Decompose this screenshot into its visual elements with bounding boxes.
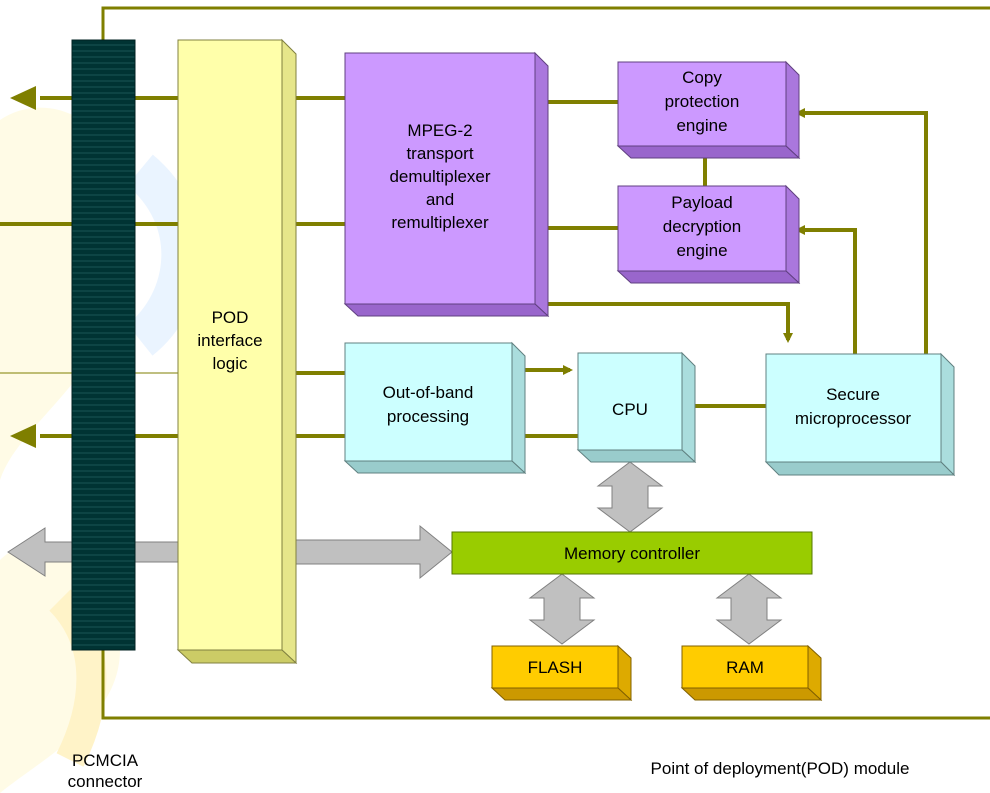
payload-label-3: engine bbox=[676, 241, 727, 260]
pod-label-2: interface bbox=[197, 331, 262, 350]
memctrl-label: Memory controller bbox=[564, 544, 700, 563]
secure-label-2: microprocessor bbox=[795, 409, 912, 428]
module-border bbox=[101, 6, 990, 720]
pcmcia-caption: PCMCIA connector bbox=[67, 751, 143, 791]
oob-label-2: processing bbox=[387, 407, 469, 426]
secure-microprocessor-block: Secure microprocessor bbox=[764, 352, 956, 477]
mpeg-label-3: demultiplexer bbox=[389, 167, 490, 186]
mpeg-label-1: MPEG-2 bbox=[407, 121, 472, 140]
flash-block: FLASH bbox=[490, 644, 633, 702]
cpu-memory-arrow bbox=[596, 461, 664, 533]
out-of-band-block: Out-of-band processing bbox=[343, 341, 527, 475]
copy-label-1: Copy bbox=[682, 68, 722, 87]
flash-label: FLASH bbox=[528, 658, 583, 677]
oob-label-1: Out-of-band bbox=[383, 383, 474, 402]
module-caption: Point of deployment(POD) module bbox=[650, 759, 910, 778]
payload-label-2: decryption bbox=[663, 217, 741, 236]
payload-label-1: Payload bbox=[671, 193, 732, 212]
pod-label-1: POD bbox=[212, 308, 249, 327]
ram-block: RAM bbox=[680, 644, 823, 702]
ram-label: RAM bbox=[726, 658, 764, 677]
mpeg-label-2: transport bbox=[406, 144, 473, 163]
memory-bus-arrow bbox=[281, 524, 453, 580]
bus-arrows bbox=[7, 461, 783, 645]
payload-decryption-block: Payload decryption engine bbox=[616, 184, 801, 285]
left-bus-arrow bbox=[7, 527, 73, 577]
memory-controller-block: Memory controller bbox=[451, 531, 813, 575]
flash-memory-arrow bbox=[528, 573, 596, 645]
pod-label-3: logic bbox=[213, 354, 248, 373]
copy-label-2: protection bbox=[665, 92, 740, 111]
pod-interface-block: POD interface logic bbox=[176, 38, 298, 665]
mpeg-label-4: and bbox=[426, 190, 454, 209]
copy-protection-block: Copy protection engine bbox=[616, 60, 801, 160]
ram-memory-arrow bbox=[715, 573, 783, 645]
cpu-label: CPU bbox=[612, 400, 648, 419]
mpeg-block: MPEG-2 transport demultiplexer and remul… bbox=[343, 51, 550, 318]
secure-label-1: Secure bbox=[826, 385, 880, 404]
mpeg-label-5: remultiplexer bbox=[391, 213, 489, 232]
copy-label-3: engine bbox=[676, 116, 727, 135]
cpu-block: CPU bbox=[576, 351, 697, 464]
pcmcia-connector bbox=[71, 39, 136, 651]
